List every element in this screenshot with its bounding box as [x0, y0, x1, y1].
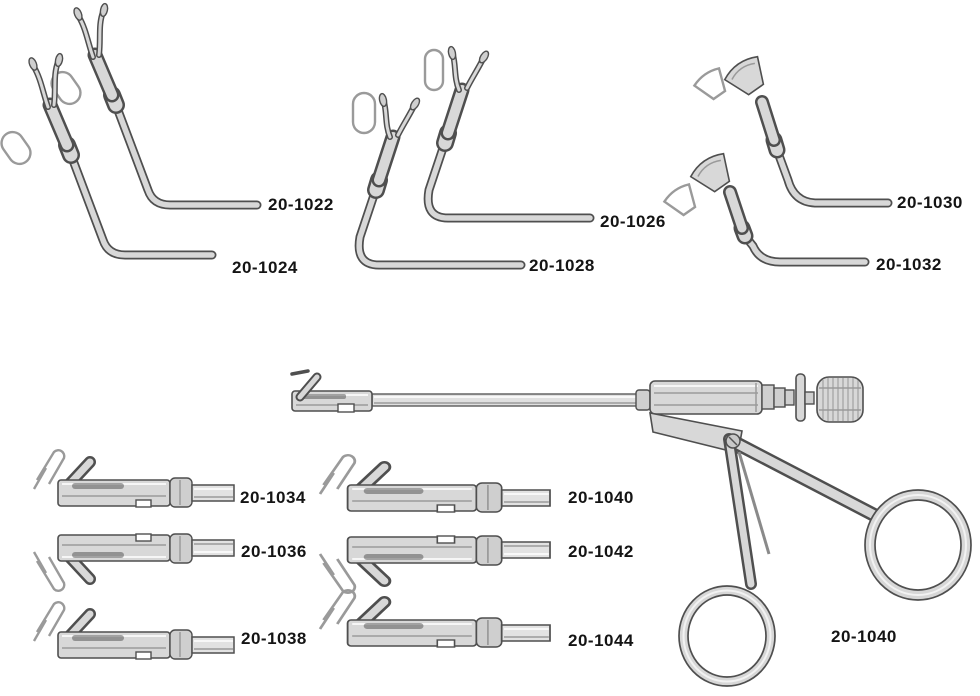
part-number-20-1042: 20-1042: [568, 542, 634, 561]
part-number-20-1024: 20-1024: [232, 258, 298, 277]
figure-group-curved-forceps-left: [0, 40, 350, 285]
finger-ring-lower: [678, 585, 776, 687]
knurled-knob: [816, 376, 864, 423]
drawing-20-1036: [34, 534, 234, 591]
part-number-20-1030: 20-1030: [897, 193, 963, 212]
pivot-screw: [725, 433, 741, 449]
flange-disc: [795, 373, 806, 422]
drawing-20-1044: [320, 590, 550, 647]
shaft-and-tip: [290, 369, 651, 413]
drawing-20-1042: [320, 536, 550, 593]
fan-jaw: [689, 152, 731, 193]
drawing-20-1032: [662, 152, 870, 267]
drawing-20-1038: [34, 602, 234, 659]
fan-jaw: [723, 55, 765, 96]
part-number-20-1040-full: 20-1040: [831, 627, 897, 646]
spring-bar: [737, 451, 771, 555]
drawing-20-1024: [0, 53, 212, 255]
oval-cross-section-icon: [0, 130, 32, 166]
trapezoid-cross-section-icon: [692, 66, 727, 101]
frame-plate: [649, 411, 743, 454]
oval-cross-section-icon: [351, 91, 377, 135]
trapezoid-cross-section-icon: [662, 182, 697, 217]
drawing-20-1022: [50, 3, 257, 205]
part-number-20-1026: 20-1026: [600, 212, 666, 231]
part-number-20-1044: 20-1044: [568, 631, 634, 650]
drawing-20-1030: [692, 55, 893, 208]
part-number-20-1038: 20-1038: [241, 629, 307, 648]
part-number-20-1028: 20-1028: [529, 256, 595, 275]
part-number-20-1040-tip: 20-1040: [568, 488, 634, 507]
part-number-20-1034: 20-1034: [240, 488, 306, 507]
oval-cross-section-icon: [50, 70, 82, 106]
drawing-20-1034: [34, 450, 234, 507]
finger-ring-upper: [864, 489, 972, 601]
drawing-20-1026: [425, 46, 590, 218]
handle-body: [649, 373, 864, 461]
handle-arms: [723, 433, 887, 590]
figure-group-curved-forceps-middle: [330, 40, 680, 285]
part-number-20-1022: 20-1022: [268, 195, 334, 214]
drawing-20-1028: [353, 93, 521, 265]
figure-group-curved-forceps-right: [662, 55, 893, 267]
part-number-20-1032: 20-1032: [876, 255, 942, 274]
part-number-20-1036: 20-1036: [241, 542, 307, 561]
oval-cross-section-icon: [423, 48, 445, 92]
drawing-20-1040-tip: [320, 455, 550, 512]
